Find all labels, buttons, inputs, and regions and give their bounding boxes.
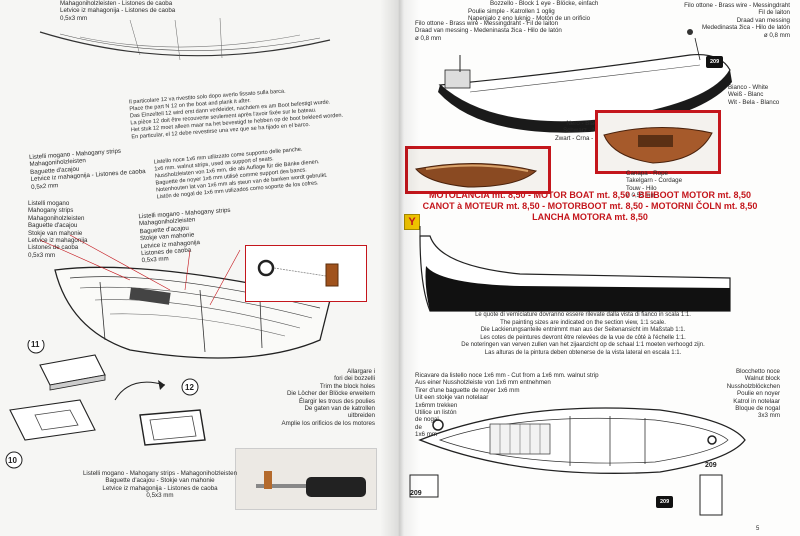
walnut-block-note: Blocchetto noce Walnut block Nussholzblö… <box>726 368 780 420</box>
right-page: Bozzello - Block 1 eye - Blöcke, einfach… <box>400 0 800 536</box>
title-line-2: CANOT à MOTEUR mt. 8,50 - MOTORBOOT mt. … <box>422 201 758 211</box>
painting-note: Le quote di verniciature dovranno essere… <box>461 312 705 356</box>
page-number: 5 <box>756 526 760 532</box>
block-detail-inset <box>245 245 367 302</box>
yellow-badge-y: Y <box>404 214 420 230</box>
label-209-a: 209 <box>410 490 422 497</box>
mahogany-note-b: Listelli mogano Mahogany strips Mahagoni… <box>28 200 88 259</box>
painting-side-view <box>419 226 731 312</box>
boat-photo-right <box>595 110 721 174</box>
top-hull-drawing <box>39 17 331 61</box>
title-line-1: MOTOLANCIA mt. 8,50 - MOTOR BOAT mt. 8,5… <box>428 190 752 200</box>
label-209-c: 209 <box>656 496 674 508</box>
motor-boat-top-view <box>409 407 746 516</box>
mahogany-note-a: Listelli mogano - Mahogany strips Mahago… <box>28 147 146 191</box>
page-gutter <box>380 0 420 536</box>
part-209-badge: 209 <box>706 56 724 68</box>
top-strip-note: Mahagoniholzleisten - Listones de caoba … <box>60 0 176 22</box>
rope-note: Canapa - Rope Takelgarn - Cordage Touw -… <box>626 170 683 200</box>
parts-exploded-drawing <box>5 340 206 469</box>
holes-note: Allargare i fori dei bozzelli Trim the b… <box>281 368 375 427</box>
block-note-1: Bozzello - Block 1 eye - Blöcke, einfach <box>490 0 599 7</box>
label-209-b: 209 <box>705 462 717 469</box>
left-page: Mahagoniholzleisten - Listones de caoba … <box>5 0 377 510</box>
part-number-12: 12 <box>185 383 194 392</box>
bottom-mahogany-note: Listelli mogano - Mahogany strips - Maha… <box>82 470 238 500</box>
walnut-cut-note: Ricavare da listello noce 1x6 mm - Cut f… <box>415 372 599 439</box>
block-note-2: Poulie simple - Katrollen 1 oglig Napenj… <box>468 8 591 23</box>
brass-wire-note-right: Filo ottone - Brass wire - Messingdraht … <box>684 2 790 39</box>
part-number-10: 10 <box>8 456 17 465</box>
title-line-3: LANCHA MOTORA mt. 8,50 <box>532 212 648 222</box>
brass-wire-note: Filo ottone - Brass wire - Messingdraht … <box>415 20 562 42</box>
boat-photo-left <box>405 146 551 194</box>
walnut-support-note: Listello noce 1x6 mm utilizzato come sup… <box>153 146 328 201</box>
part-number-11: 11 <box>31 340 40 349</box>
drill-photo <box>235 448 377 510</box>
white-paint-note: Bianco - White Weiß - Blanc Wit - Bela -… <box>728 84 780 106</box>
